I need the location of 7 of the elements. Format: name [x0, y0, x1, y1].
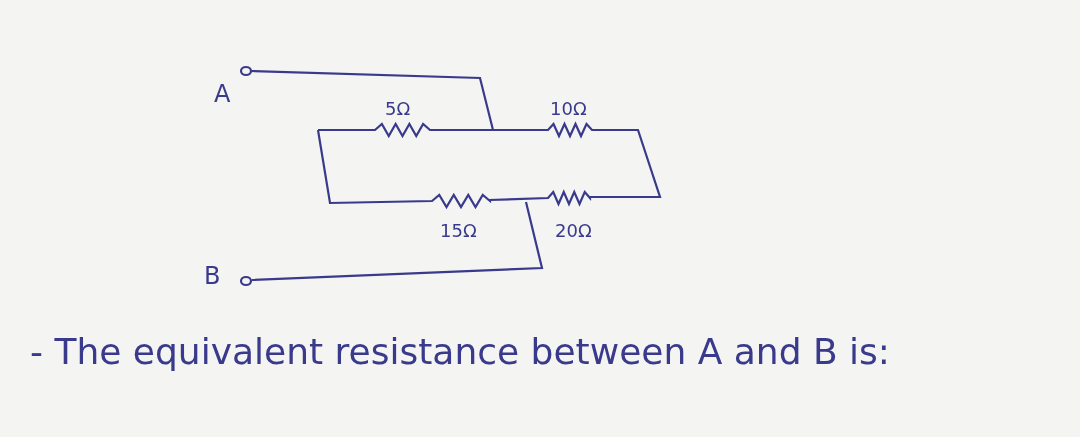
terminal-label: B: [204, 264, 221, 288]
question-text: - The equivalent resistance between A and B is:: [30, 330, 891, 374]
resistor-value: 15Ω: [440, 222, 477, 240]
resistor-value: 5Ω: [385, 100, 411, 118]
terminal-label: A: [214, 82, 231, 106]
resistor-value: 10Ω: [550, 100, 587, 118]
resistor-value: 20Ω: [555, 222, 592, 240]
